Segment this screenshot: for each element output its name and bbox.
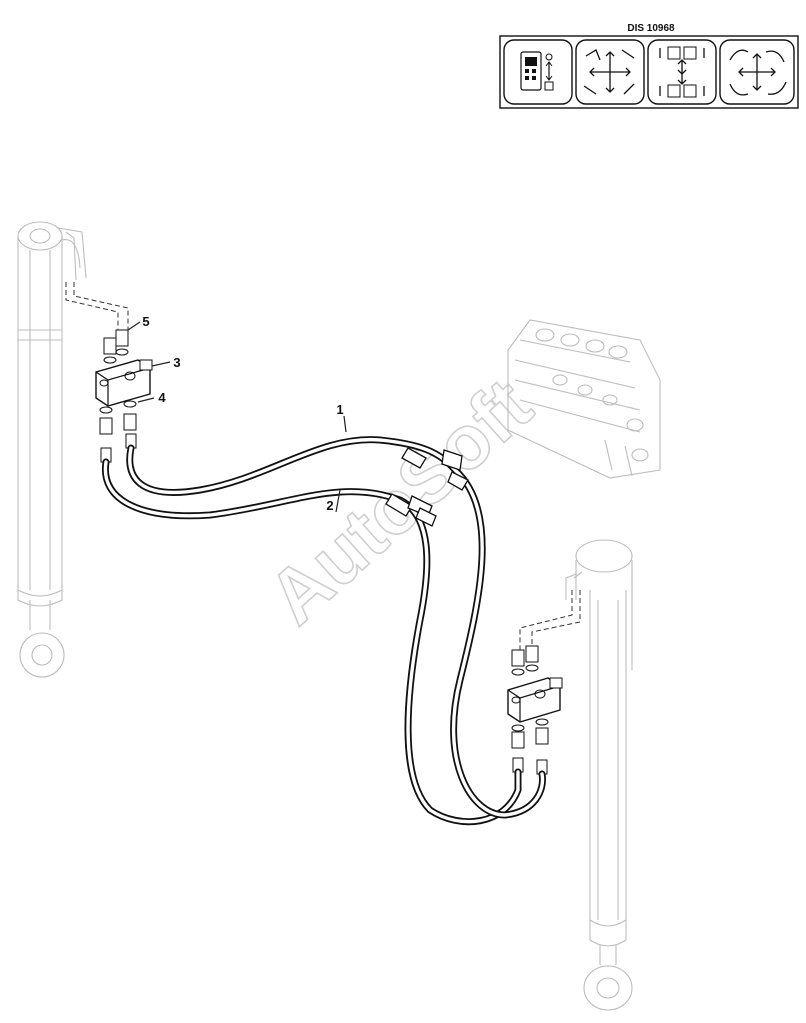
dashed-connection-right: [519, 590, 573, 650]
leader-3: [151, 361, 171, 367]
leader-5: [127, 321, 141, 331]
icon-strip-frame: [499, 35, 799, 109]
callout-1: 1: [336, 402, 343, 417]
leader-1: [343, 415, 347, 433]
dashed-connection-right-2: [531, 590, 581, 650]
dashed-connection-left: [65, 282, 119, 330]
cylinder-right: [565, 539, 633, 1011]
leader-2: [335, 489, 341, 513]
hose-1: [126, 436, 546, 819]
callout-3: 3: [173, 355, 180, 370]
callout-4: 4: [158, 390, 166, 405]
check-valve-right: [507, 677, 563, 723]
fittings-left: [99, 329, 137, 463]
dis-code: DIS 10968: [627, 23, 675, 34]
callout-2: 2: [326, 498, 333, 513]
cylinder-left: [17, 221, 87, 678]
control-valve-block: [507, 319, 661, 479]
leader-4: [137, 397, 155, 403]
header-panel: DIS 10968: [499, 23, 799, 109]
check-valve-left: [95, 359, 153, 407]
fittings-right: [511, 645, 549, 775]
cross-steer-icon: [575, 39, 645, 105]
rotation-steer-icon: [719, 39, 795, 105]
manual-drive-control-icon: [503, 39, 573, 105]
mast-tilt-icon: [647, 39, 717, 105]
dashed-connection-left-2: [73, 282, 129, 330]
callout-5: 5: [142, 314, 149, 329]
